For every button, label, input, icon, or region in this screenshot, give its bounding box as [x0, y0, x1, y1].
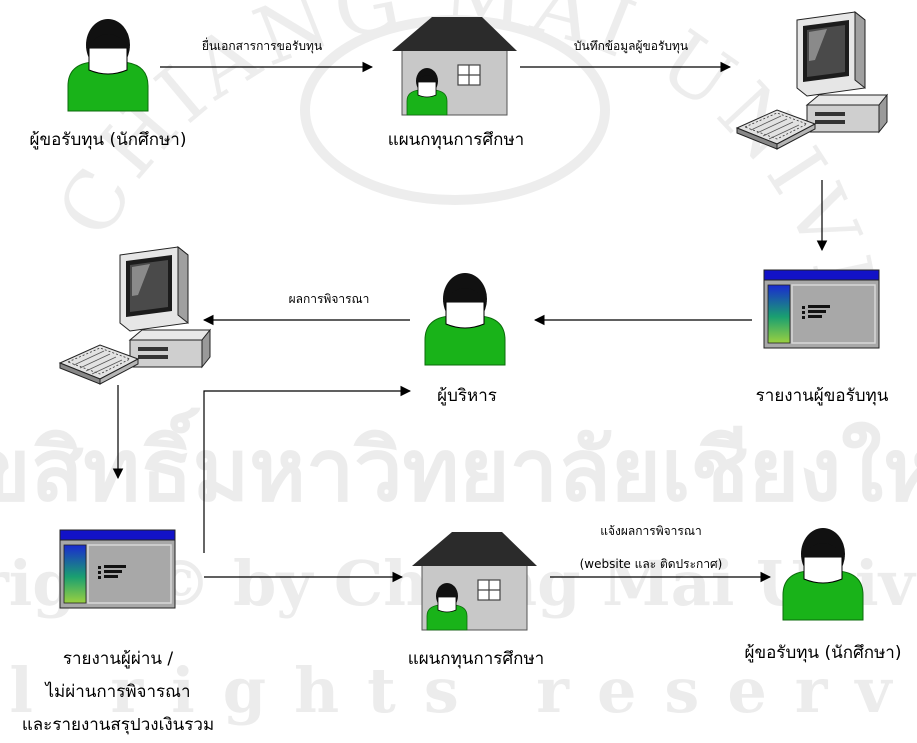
edge-result: ผลการพิจารณา — [202, 292, 410, 326]
node-label: ผู้บริหาร — [437, 386, 497, 406]
edge-label: ยื่นเอกสารการขอรับทุน — [202, 37, 322, 54]
node-report-result: รายงานผู้ผ่าน / ไม่ผ่านการพิจารณา และราย… — [22, 529, 214, 735]
computer-icon — [59, 246, 211, 385]
node-label: แผนกทุนการศึกษา — [388, 130, 524, 150]
node-applicant-top: ผู้ขอรับทุน (นักศึกษา) — [30, 18, 187, 150]
node-applicant-bottom: ผู้ขอรับทุน (นักศึกษา) — [745, 527, 902, 663]
node-admin: ผู้บริหาร — [424, 272, 506, 406]
watermark-line1: ลิขสิทธิ์มหาวิทยาลัยเชียงใหม่ — [0, 407, 917, 521]
node-office-top: แผนกทุนการศึกษา — [388, 16, 524, 150]
node-computer-left — [59, 246, 211, 385]
node-label-line1: รายงานผู้ผ่าน / — [63, 649, 174, 669]
report-window-icon — [59, 529, 176, 609]
person-icon — [424, 272, 506, 366]
person-icon — [782, 527, 864, 621]
node-label-line2: ไม่ผ่านการพิจารณา — [43, 681, 190, 702]
edge-label: บันทึกข้อมูลผู้ขอรับทุน — [574, 39, 688, 54]
edge-record-data: บันทึกข้อมูลผู้ขอรับทุน — [520, 39, 732, 73]
person-icon — [67, 18, 149, 112]
node-label: ผู้ขอรับทุน (นักศึกษา) — [745, 643, 902, 663]
edge-label-line1: แจ้งผลการพิจารณา — [600, 524, 701, 538]
edge-announce: แจ้งผลการพิจารณา (website และ ติดประกาศ) — [550, 524, 772, 583]
node-office-bottom: แผนกทุนการศึกษา — [408, 531, 544, 669]
node-report-applicants: รายงานผู้ขอรับทุน — [756, 269, 889, 406]
node-label: แผนกทุนการศึกษา — [408, 649, 544, 669]
node-label-line3: และรายงานสรุปวงเงินรวม — [22, 715, 214, 735]
node-label: รายงานผู้ขอรับทุน — [756, 386, 889, 406]
report-window-icon — [763, 269, 880, 349]
edge-label-line2: (website และ ติดประกาศ) — [580, 557, 723, 571]
edge-report-to-admin-loop — [203, 385, 412, 553]
watermark-line3: All rights reserved — [0, 654, 917, 727]
edge-label: ผลการพิจารณา — [289, 292, 370, 306]
node-label: ผู้ขอรับทุน (นักศึกษา) — [30, 130, 187, 150]
edge-submit-docs: ยื่นเอกสารการขอรับทุน — [160, 37, 374, 73]
